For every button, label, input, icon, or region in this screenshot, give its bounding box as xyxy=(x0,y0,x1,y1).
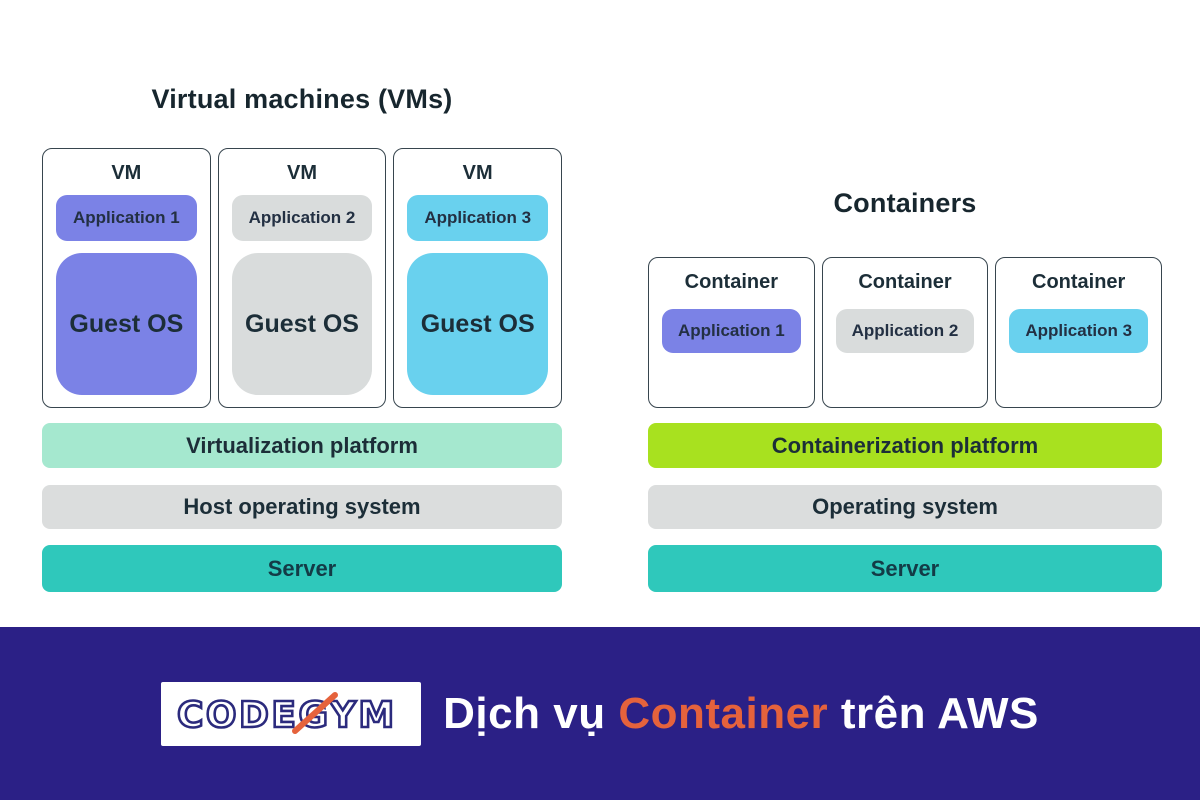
container-card-label: Container xyxy=(684,271,778,293)
container-card-label: Container xyxy=(858,271,952,293)
guest-os-block: Guest OS xyxy=(56,253,197,395)
container-card-3: Container Application 3 xyxy=(995,257,1163,408)
application-badge: Application 2 xyxy=(835,309,975,353)
vm-card-label: VM xyxy=(111,162,142,184)
footer-caption: Dịch vụ Container trên AWS xyxy=(443,689,1039,739)
guest-os-block: Guest OS xyxy=(407,253,549,395)
server-layer: Server xyxy=(648,545,1162,592)
vm-section: Virtual machines (VMs) VM Application 1 … xyxy=(42,84,563,592)
containers-section: Containers Container Application 1 Conta… xyxy=(648,188,1163,592)
virtualization-platform-layer: Virtualization platform xyxy=(42,423,562,468)
vm-cards-row: VM Application 1 Guest OS VM Application… xyxy=(42,148,563,408)
container-cards-row: Container Application 1 Container Applic… xyxy=(648,257,1163,408)
containerization-platform-layer: Containerization platform xyxy=(648,423,1162,468)
vm-card-label: VM xyxy=(462,162,493,184)
host-os-layer: Host operating system xyxy=(42,485,562,529)
vm-card-1: VM Application 1 Guest OS xyxy=(42,148,211,408)
codegym-logo-text: CODEGYM xyxy=(177,695,397,736)
logo-slash-icon xyxy=(292,691,339,734)
footer-banner: CODEGYM Dịch vụ Container trên AWS xyxy=(0,627,1200,800)
containers-section-title: Containers xyxy=(833,188,977,218)
application-badge: Application 3 xyxy=(407,195,549,241)
application-badge: Application 2 xyxy=(231,195,373,241)
caption-part-1: Dịch vụ xyxy=(443,688,619,738)
caption-part-2: Container xyxy=(618,688,829,738)
vm-card-3: VM Application 3 Guest OS xyxy=(393,148,563,408)
codegym-logo: CODEGYM xyxy=(161,681,422,746)
vm-section-title: Virtual machines (VMs) xyxy=(151,84,453,114)
application-badge: Application 1 xyxy=(662,309,801,353)
container-card-label: Container xyxy=(1032,271,1126,293)
caption-part-3: trên AWS xyxy=(828,688,1039,738)
vm-card-2: VM Application 2 Guest OS xyxy=(217,148,387,408)
container-card-2: Container Application 2 xyxy=(821,257,989,408)
codegym-logo-graphic: CODEGYM xyxy=(176,691,397,737)
operating-system-layer: Operating system xyxy=(648,485,1162,529)
vm-card-label: VM xyxy=(287,162,317,184)
server-layer: Server xyxy=(42,545,562,592)
application-badge: Application 3 xyxy=(1009,309,1149,353)
guest-os-block: Guest OS xyxy=(231,253,373,395)
container-card-1: Container Application 1 xyxy=(648,257,815,408)
application-badge: Application 1 xyxy=(56,195,197,241)
